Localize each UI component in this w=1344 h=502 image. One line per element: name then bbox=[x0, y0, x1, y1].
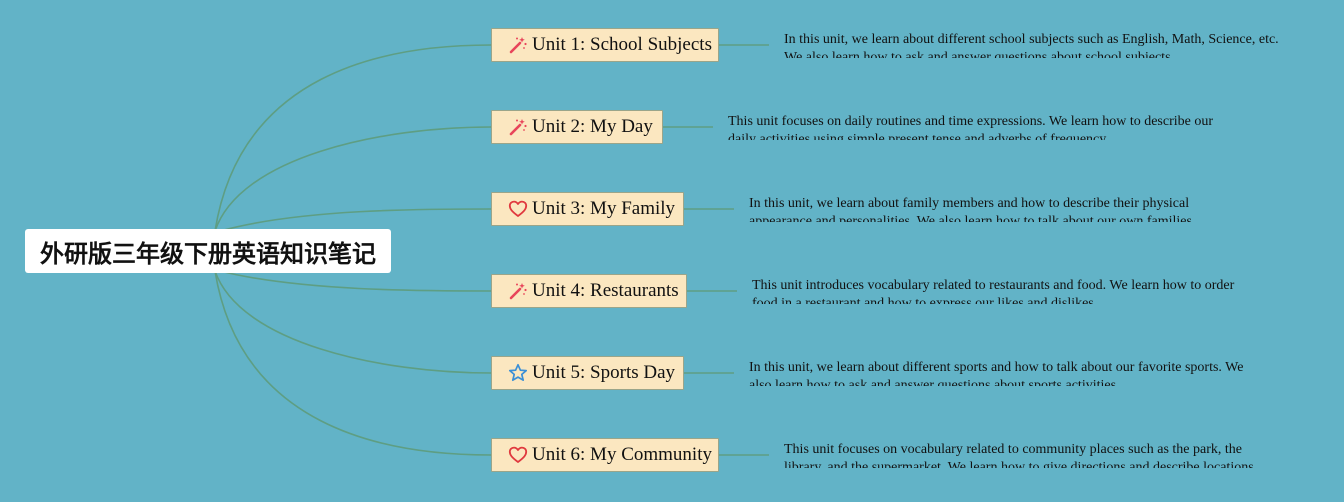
branch-connector bbox=[214, 270, 492, 456]
magic-wand-icon bbox=[508, 116, 528, 138]
unit-4-node[interactable]: Unit 4: Restaurants bbox=[491, 274, 687, 308]
unit-3-label: Unit 3: My Family bbox=[532, 198, 676, 219]
unit-1-node[interactable]: Unit 1: School Subjects bbox=[491, 28, 719, 62]
branch-connector bbox=[214, 44, 492, 232]
unit-3-node[interactable]: Unit 3: My Family bbox=[491, 192, 684, 226]
branch-connector bbox=[219, 208, 492, 232]
heart-icon bbox=[508, 198, 528, 220]
unit-1-label: Unit 1: School Subjects bbox=[532, 34, 712, 55]
branch-connector bbox=[214, 270, 492, 374]
unit-1-description: In this unit, we learn about different s… bbox=[784, 32, 1279, 58]
heart-icon bbox=[508, 444, 528, 466]
branch-connector bbox=[214, 126, 492, 232]
unit-4-description: This unit introduces vocabulary related … bbox=[752, 278, 1235, 304]
magic-wand-icon bbox=[508, 34, 528, 56]
root-topic[interactable]: 外研版三年级下册英语知识笔记 bbox=[25, 229, 391, 273]
magic-wand-icon bbox=[508, 280, 528, 302]
branch-connector bbox=[219, 270, 492, 292]
unit-2-label: Unit 2: My Day bbox=[532, 116, 653, 137]
unit-3-description: In this unit, we learn about family memb… bbox=[749, 196, 1196, 222]
unit-2-description: This unit focuses on daily routines and … bbox=[728, 114, 1214, 140]
unit-6-label: Unit 6: My Community bbox=[532, 444, 712, 465]
unit-5-description: In this unit, we learn about different s… bbox=[749, 360, 1244, 386]
unit-6-node[interactable]: Unit 6: My Community bbox=[491, 438, 719, 472]
unit-5-node[interactable]: Unit 5: Sports Day bbox=[491, 356, 684, 390]
star-icon bbox=[508, 362, 528, 384]
unit-2-node[interactable]: Unit 2: My Day bbox=[491, 110, 663, 144]
unit-5-label: Unit 5: Sports Day bbox=[532, 362, 676, 383]
unit-4-label: Unit 4: Restaurants bbox=[532, 280, 679, 301]
unit-6-description: This unit focuses on vocabulary related … bbox=[784, 442, 1258, 468]
